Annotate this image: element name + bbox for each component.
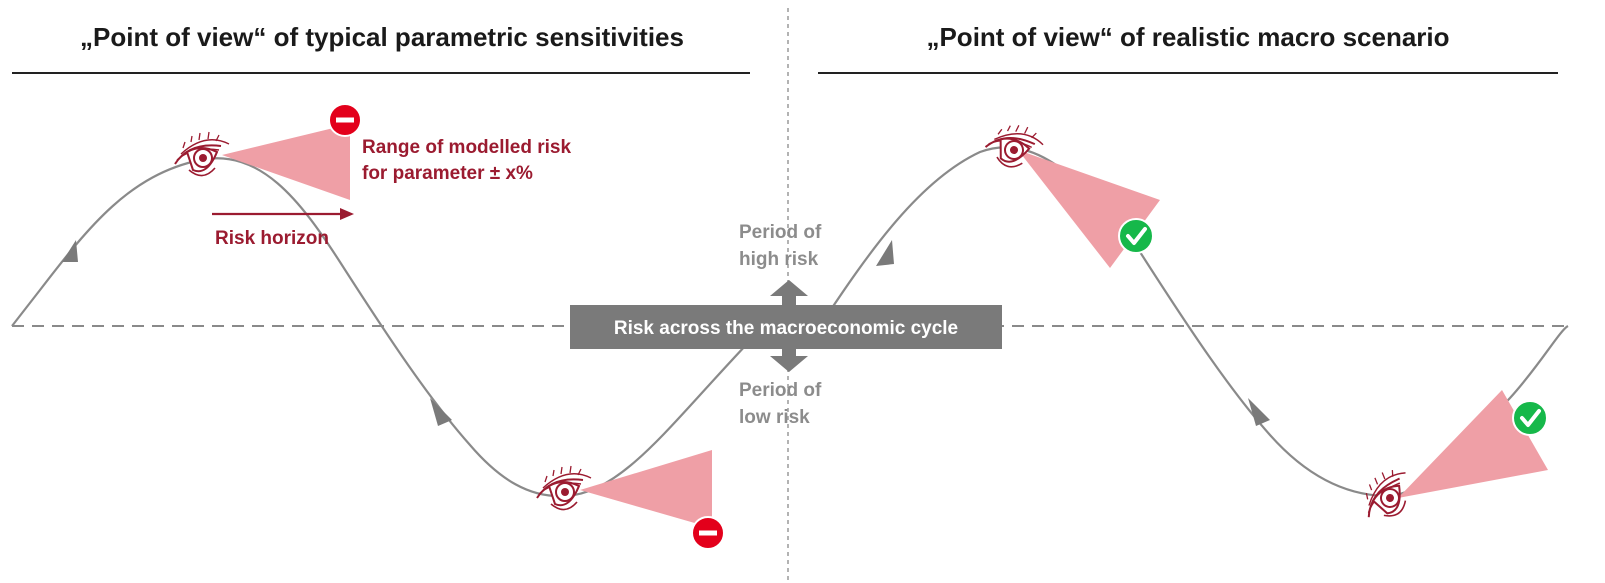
left-bottom-cone xyxy=(580,450,712,528)
right-panel-title: „Point of view“ of realistic macro scena… xyxy=(926,22,1450,52)
left-panel-title: „Point of view“ of typical parametric se… xyxy=(80,22,684,52)
risk-horizon-label: Risk horizon xyxy=(215,228,329,249)
right-title-rule xyxy=(818,72,1558,74)
left-cycle-curve xyxy=(11,157,771,498)
minus-circle-icon xyxy=(328,103,362,137)
left-curve-arrow-up xyxy=(62,240,78,262)
high-risk-line1: Period of xyxy=(739,222,822,243)
high-risk-line2: high risk xyxy=(739,249,819,270)
check-circle-icon xyxy=(1511,399,1549,437)
cycle-label-box xyxy=(570,305,1002,349)
cycle-label: Risk across the macroeconomic cycle xyxy=(614,318,958,339)
left-top-cone xyxy=(222,124,350,200)
right-bottom-cone xyxy=(1398,390,1548,498)
right-curve-arrow-up xyxy=(876,240,894,266)
check-circle-icon xyxy=(1117,217,1155,255)
range-label-line1: Range of modelled risk xyxy=(362,137,571,158)
eye-icon xyxy=(174,131,230,177)
low-risk-line1: Period of xyxy=(739,380,822,401)
low-risk-line2: low risk xyxy=(739,407,810,428)
left-curve-arrow-down xyxy=(430,398,452,426)
left-title-rule xyxy=(12,72,750,74)
arrow-right-icon xyxy=(340,208,354,220)
eye-icon xyxy=(536,465,592,511)
range-label-line2: for parameter ± x% xyxy=(362,163,533,184)
minus-circle-icon xyxy=(691,516,725,550)
right-curve-arrow-down xyxy=(1248,398,1270,426)
